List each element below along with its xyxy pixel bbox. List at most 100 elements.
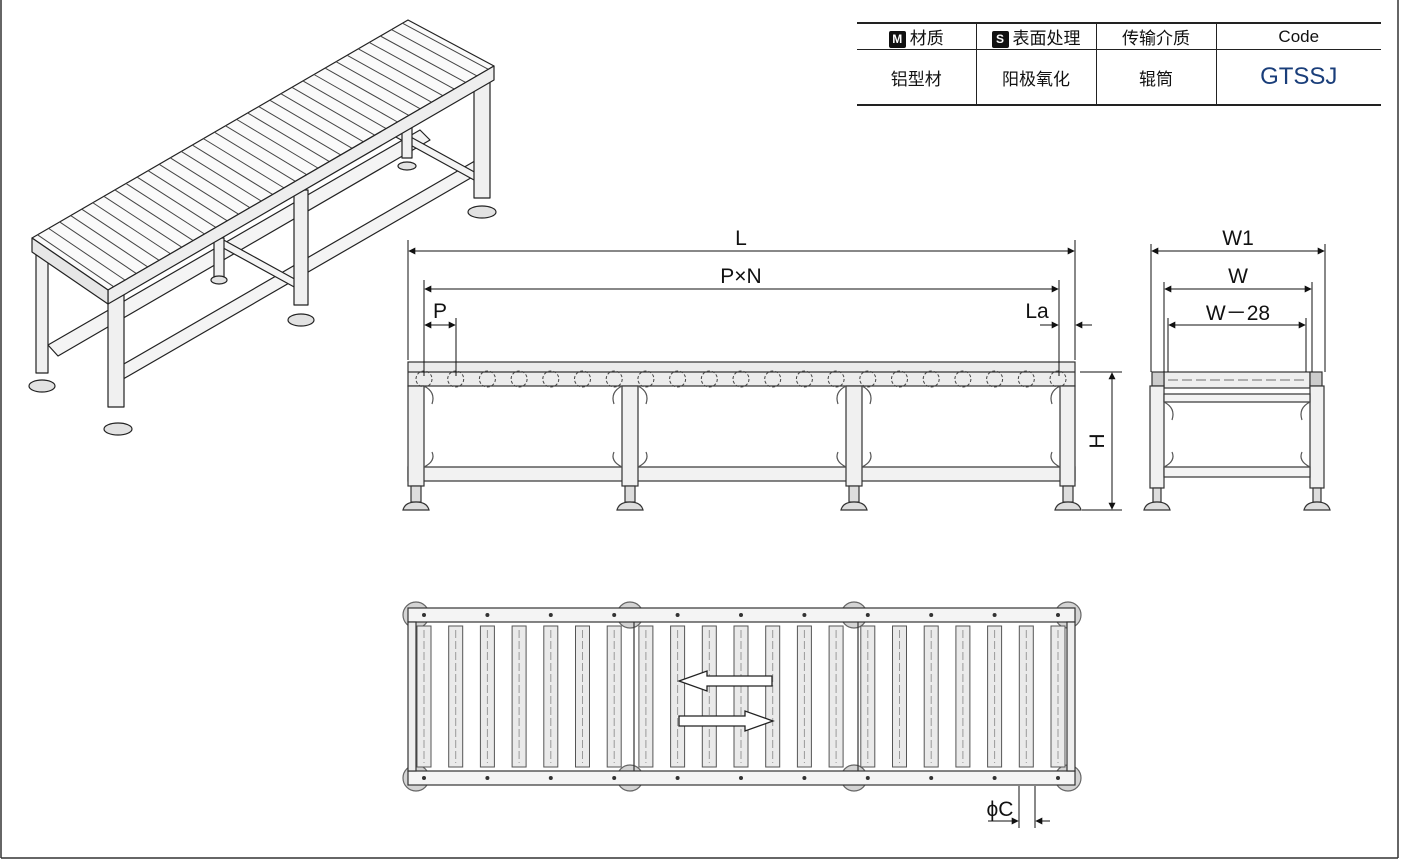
material-badge-icon: M [888, 31, 906, 48]
front-roller [922, 370, 940, 388]
label-inner-width: W－28 [1206, 302, 1270, 325]
front-legs [407, 385, 1076, 487]
iso-roller [70, 215, 149, 268]
iso-roller [169, 157, 251, 209]
iso-roller [369, 42, 455, 90]
front-brackets [423, 385, 1061, 468]
iso-roller [391, 29, 478, 77]
iso-roller [103, 195, 183, 248]
rail-hole [1056, 776, 1060, 780]
front-roller [764, 370, 782, 388]
value-surface: 阳极氧化 [975, 49, 1096, 106]
value-medium: 辊筒 [1095, 49, 1216, 106]
top-rollers [416, 625, 1066, 768]
iso-roller [48, 227, 126, 281]
rail-hole [739, 776, 743, 780]
rail-hole [802, 613, 807, 617]
iso-roller [214, 131, 296, 182]
iso-roller [269, 99, 353, 149]
label-length: L [735, 227, 747, 250]
iso-roller [114, 189, 194, 242]
rail-hole [612, 613, 617, 617]
front-roller [510, 370, 528, 388]
rail-hole [929, 776, 934, 780]
rail-hole [865, 613, 870, 617]
iso-roller [313, 74, 398, 123]
iso-feet [28, 161, 497, 436]
rail-hole [485, 613, 490, 617]
label-pitch: P [433, 300, 447, 323]
iso-roller [236, 118, 319, 169]
header-surface-label: 表面处理 [1012, 29, 1081, 48]
front-roller [700, 370, 718, 388]
iso-end-rail [31, 237, 109, 305]
header-medium-label: 传输介质 [1122, 29, 1190, 48]
iso-roller [346, 54, 432, 103]
front-roller [542, 370, 560, 388]
header-material-label: 材质 [909, 29, 944, 48]
value-code: GTSSJ [1215, 49, 1381, 106]
iso-roller [247, 112, 330, 162]
front-roller [827, 370, 845, 388]
side-legs-right [1309, 385, 1325, 489]
spec-table-value-row: 铝型材 阳极氧化 辊筒 GTSSJ [857, 49, 1381, 106]
front-roller [954, 370, 972, 388]
label-width: W [1228, 265, 1248, 288]
iso-roller [81, 208, 160, 261]
rail-hole [675, 613, 680, 617]
iso-roller [302, 80, 387, 130]
iso-roller [125, 183, 205, 235]
iso-roller [357, 48, 444, 97]
header-medium: 传输介质 [1095, 22, 1216, 50]
label-height: H [1086, 433, 1109, 448]
iso-roller [158, 163, 239, 215]
front-roller [986, 370, 1004, 388]
label-pitch-count: P×N [720, 265, 761, 288]
front-roller [669, 370, 687, 388]
side-view [1143, 371, 1331, 511]
iso-roller [380, 35, 466, 83]
front-roller [795, 370, 813, 388]
label-roller-diameter: ϕC [987, 798, 1014, 821]
iso-roller [181, 151, 262, 202]
rail-hole [422, 613, 426, 617]
iso-legs [35, 81, 491, 408]
rail-hole [612, 776, 617, 780]
iso-roller [92, 202, 171, 255]
iso-roller [225, 125, 307, 176]
header-code: Code [1215, 22, 1381, 50]
direction-arrow-right [678, 710, 775, 732]
rail-hole [865, 776, 870, 780]
isometric-view [28, 19, 497, 436]
rail-hole [992, 776, 997, 780]
iso-rollers [37, 22, 489, 288]
top-dimensions [988, 786, 1050, 828]
iso-roller [402, 22, 489, 70]
front-view [402, 361, 1082, 511]
front-roller [859, 370, 877, 388]
label-outer-width: W1 [1222, 227, 1254, 250]
rail-hole [548, 613, 553, 617]
front-roller [1017, 370, 1035, 388]
iso-roller [258, 106, 341, 156]
iso-roller [192, 144, 273, 195]
rail-hole [802, 776, 807, 780]
front-roller [605, 370, 623, 388]
rail-hole [548, 776, 553, 780]
surface-badge-icon: S [991, 31, 1009, 48]
rail-hole [992, 613, 997, 617]
rail-hole [485, 776, 490, 780]
iso-roller [335, 61, 421, 110]
iso-roller [147, 170, 228, 222]
front-lower-rail [407, 466, 1076, 482]
front-top-rail [407, 361, 1076, 387]
rail-hole [929, 613, 934, 617]
label-end-gap: La [1025, 300, 1049, 323]
iso-roller [203, 138, 285, 189]
front-roller [637, 370, 655, 388]
